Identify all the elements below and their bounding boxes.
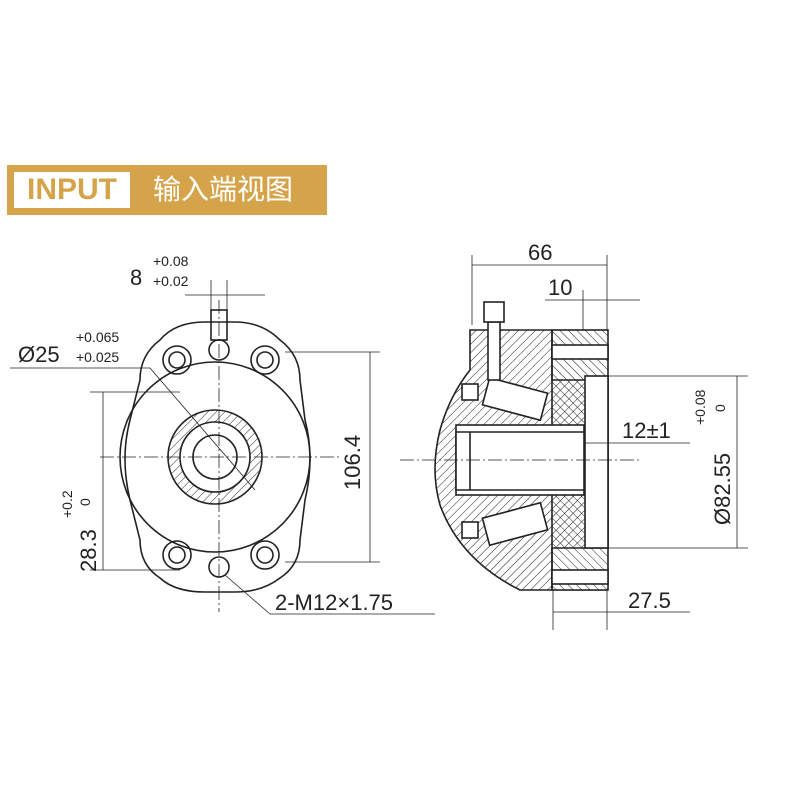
pilot	[584, 375, 609, 549]
shaft-tol-lower: +0.025	[76, 349, 119, 365]
banner-title: 输入端视图	[153, 174, 294, 205]
shaft-diameter: Ø25	[18, 342, 60, 367]
grease-fitting	[487, 321, 501, 381]
pilot-length: 27.5	[628, 588, 671, 613]
bolt-holes	[162, 345, 280, 570]
shaft-tol-upper: +0.065	[76, 329, 119, 345]
bearing-top	[481, 376, 549, 422]
seal-bottom	[461, 521, 479, 539]
front-view	[10, 280, 435, 615]
bolt-bore-bottom	[551, 569, 609, 585]
shaft	[455, 431, 585, 491]
pilot-tol-upper: +0.08	[692, 389, 708, 425]
flange-thickness: 10	[548, 275, 572, 300]
flange-outline	[124, 321, 311, 593]
keyway-tol-upper: +0.08	[153, 253, 189, 269]
keyway-tol-lower: +0.02	[153, 273, 189, 289]
overall-length: 66	[528, 240, 552, 265]
section-banner: INPUT 输入端视图	[7, 165, 327, 215]
banner-tag: INPUT	[14, 172, 130, 208]
side-view	[400, 255, 748, 630]
bolt-bore-top	[551, 344, 609, 360]
key-tol-upper: +0.2	[59, 490, 75, 518]
key-tol-lower: 0	[77, 498, 93, 506]
pilot-diameter: Ø82.55	[710, 453, 735, 525]
thread-callout: 2-M12×1.75	[275, 590, 393, 615]
bearing-bottom	[481, 501, 549, 547]
pilot-tol-lower: 0	[712, 404, 728, 412]
key-height: 28.3	[76, 529, 101, 572]
height-dimension: 106.4	[340, 435, 365, 490]
shaft-recess: 12±1	[622, 418, 671, 443]
seal-top	[461, 383, 479, 401]
keyway-width: 8	[130, 265, 142, 290]
